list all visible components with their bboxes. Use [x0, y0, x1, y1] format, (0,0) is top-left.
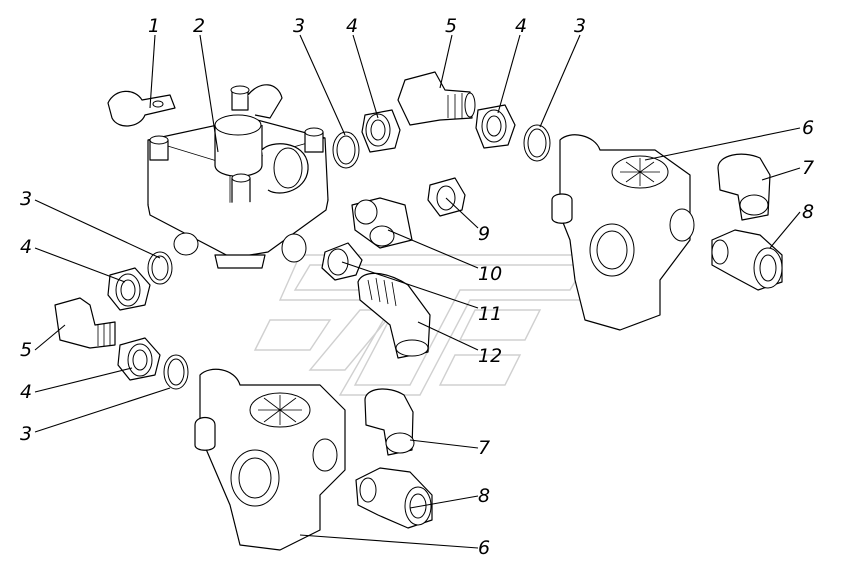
callout-5: 5	[20, 339, 32, 361]
callout-12: 12	[478, 345, 502, 367]
seal-ring-3-upper-mid	[332, 131, 360, 169]
valve-body-part-2	[147, 84, 329, 269]
callout-7: 7	[802, 157, 814, 179]
callout-3: 3	[293, 15, 305, 37]
tee-8-right	[711, 229, 783, 291]
seal-ring-3-upper-right	[523, 124, 551, 162]
callout-5: 5	[445, 15, 457, 37]
elbow-7-lower	[364, 388, 415, 456]
valve-6-lower	[194, 368, 346, 551]
elbow-5-upper	[397, 71, 476, 126]
callout-4: 4	[346, 15, 358, 37]
callout-4: 4	[20, 381, 32, 403]
callout-6: 6	[802, 117, 814, 139]
callout-labels: 1 2 3 4 5 4 3 6 7 8 9 10 11 12 3 4 5 4 3…	[20, 15, 814, 559]
callout-6: 6	[478, 537, 490, 559]
elbow-12	[357, 272, 431, 359]
callout-11: 11	[478, 303, 502, 325]
callout-7: 7	[478, 437, 490, 459]
fitting-4-upper-left	[361, 109, 401, 153]
callout-10: 10	[478, 263, 502, 285]
tee-8-lower	[355, 467, 433, 529]
elbow-5-left	[54, 297, 116, 349]
fitting-4-left-upper	[107, 267, 151, 311]
fitting-4-upper-right	[475, 104, 516, 149]
fitting-11	[321, 242, 363, 281]
callout-2: 2	[193, 15, 205, 37]
leader-lines	[34, 34, 801, 549]
callout-4: 4	[20, 236, 32, 258]
callout-8: 8	[802, 201, 814, 223]
valve-6-right	[551, 134, 695, 331]
callout-3: 3	[20, 188, 32, 210]
callout-1: 1	[148, 15, 160, 37]
callout-9: 9	[478, 223, 490, 245]
callout-3: 3	[20, 423, 32, 445]
fitting-10	[351, 197, 413, 249]
fitting-4-left-lower	[117, 337, 161, 381]
seal-ring-3-left-upper	[147, 251, 173, 285]
seal-ring-3-left-lower	[163, 354, 189, 390]
callout-3: 3	[574, 15, 586, 37]
elbow-7-right	[717, 153, 771, 221]
clamp-part-1	[107, 90, 176, 127]
callout-8: 8	[478, 485, 490, 507]
callout-4: 4	[515, 15, 527, 37]
